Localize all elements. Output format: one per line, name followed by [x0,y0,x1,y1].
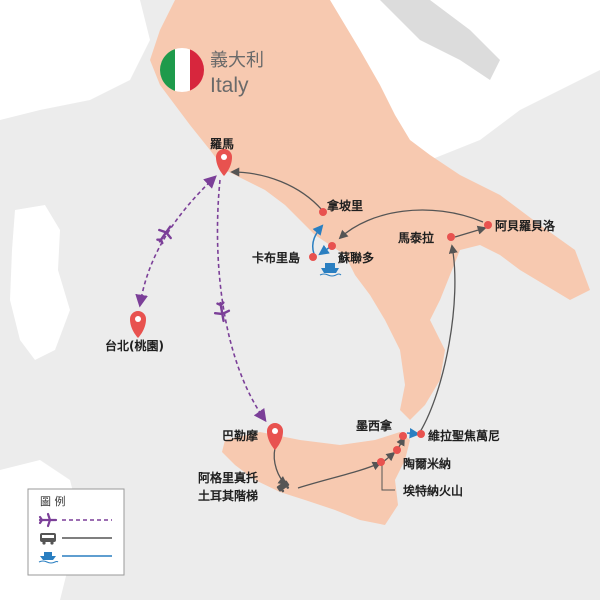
route-ferry-capri-naples [311,224,324,255]
legend-item-flight [38,512,112,528]
label-messina: 墨西拿 [356,418,393,433]
route-flight-rome-taipei [135,175,217,308]
ferry-icon [38,552,59,564]
label-capri: 卡布里島 [252,250,300,265]
label-alberobello: 阿貝羅貝洛 [495,218,556,233]
italy-flag-icon [160,48,204,92]
legend: 圖 例 [27,488,125,576]
label-villa-san-giovanni: 維拉聖焦萬尼 [428,428,500,443]
label-sorrento: 蘇聯多 [337,250,374,265]
country-name-zh: 義大利 [210,50,264,71]
country-name-en: Italy [210,74,249,97]
ferry-icon [319,263,342,277]
sicily-island [222,432,410,525]
label-matera: 馬泰拉 [398,230,434,245]
sardinia-island [10,205,70,360]
taormina-dot[interactable] [393,446,401,454]
taipei-pin-icon[interactable] [130,311,146,338]
label-agrigento: 阿格里真托 [198,470,258,485]
naples-dot[interactable] [319,208,327,216]
label-taormina: 陶爾米納 [403,456,451,471]
rome-pin-icon[interactable] [216,149,232,176]
route-bus-naples-rome [230,167,323,211]
villa-san-giovanni-dot[interactable] [417,430,425,438]
airplane-icon [213,301,231,323]
label-taipei: 台北(桃園) [105,338,164,353]
route-bus-alberobello-naples [338,209,484,240]
route-ferry-messina-villa [406,428,421,439]
route-bus-matera-alberobello [454,225,487,238]
label-etna: 埃特納火山 [403,483,463,498]
capri-dot[interactable] [309,253,317,261]
label-naples: 拿坡里 [326,198,363,213]
route-flight-rome-palermo [216,179,267,423]
etna-dot[interactable] [377,458,385,466]
legend-item-bus [40,533,112,545]
airplane-icon [156,225,172,245]
etna-pointer-line [381,464,395,491]
label-rome: 羅馬 [210,137,234,151]
messina-dot[interactable] [399,432,407,440]
palermo-pin-icon[interactable] [267,423,283,450]
railway-icon [276,480,290,493]
route-bus-villa-matera [419,244,458,433]
legend-item-ferry [38,552,112,564]
legend-title: 圖 例 [40,494,66,508]
bus-icon [40,533,56,545]
matera-dot[interactable] [447,233,455,241]
airplane-icon [38,512,58,528]
alberobello-dot[interactable] [484,221,492,229]
neighbor-coast-east [380,0,500,80]
route-bus-etna-taormina [382,451,396,463]
route-bus-agrigento-etna [297,461,382,489]
italy-mainland [150,0,590,420]
sorrento-dot[interactable] [328,242,336,250]
neighbor-land-west [0,0,150,120]
label-scala-dei-turchi: 土耳其階梯 [198,488,258,503]
label-palermo: 巴勒摩 [222,428,258,443]
route-ferry-sorrento-capri [318,244,331,256]
